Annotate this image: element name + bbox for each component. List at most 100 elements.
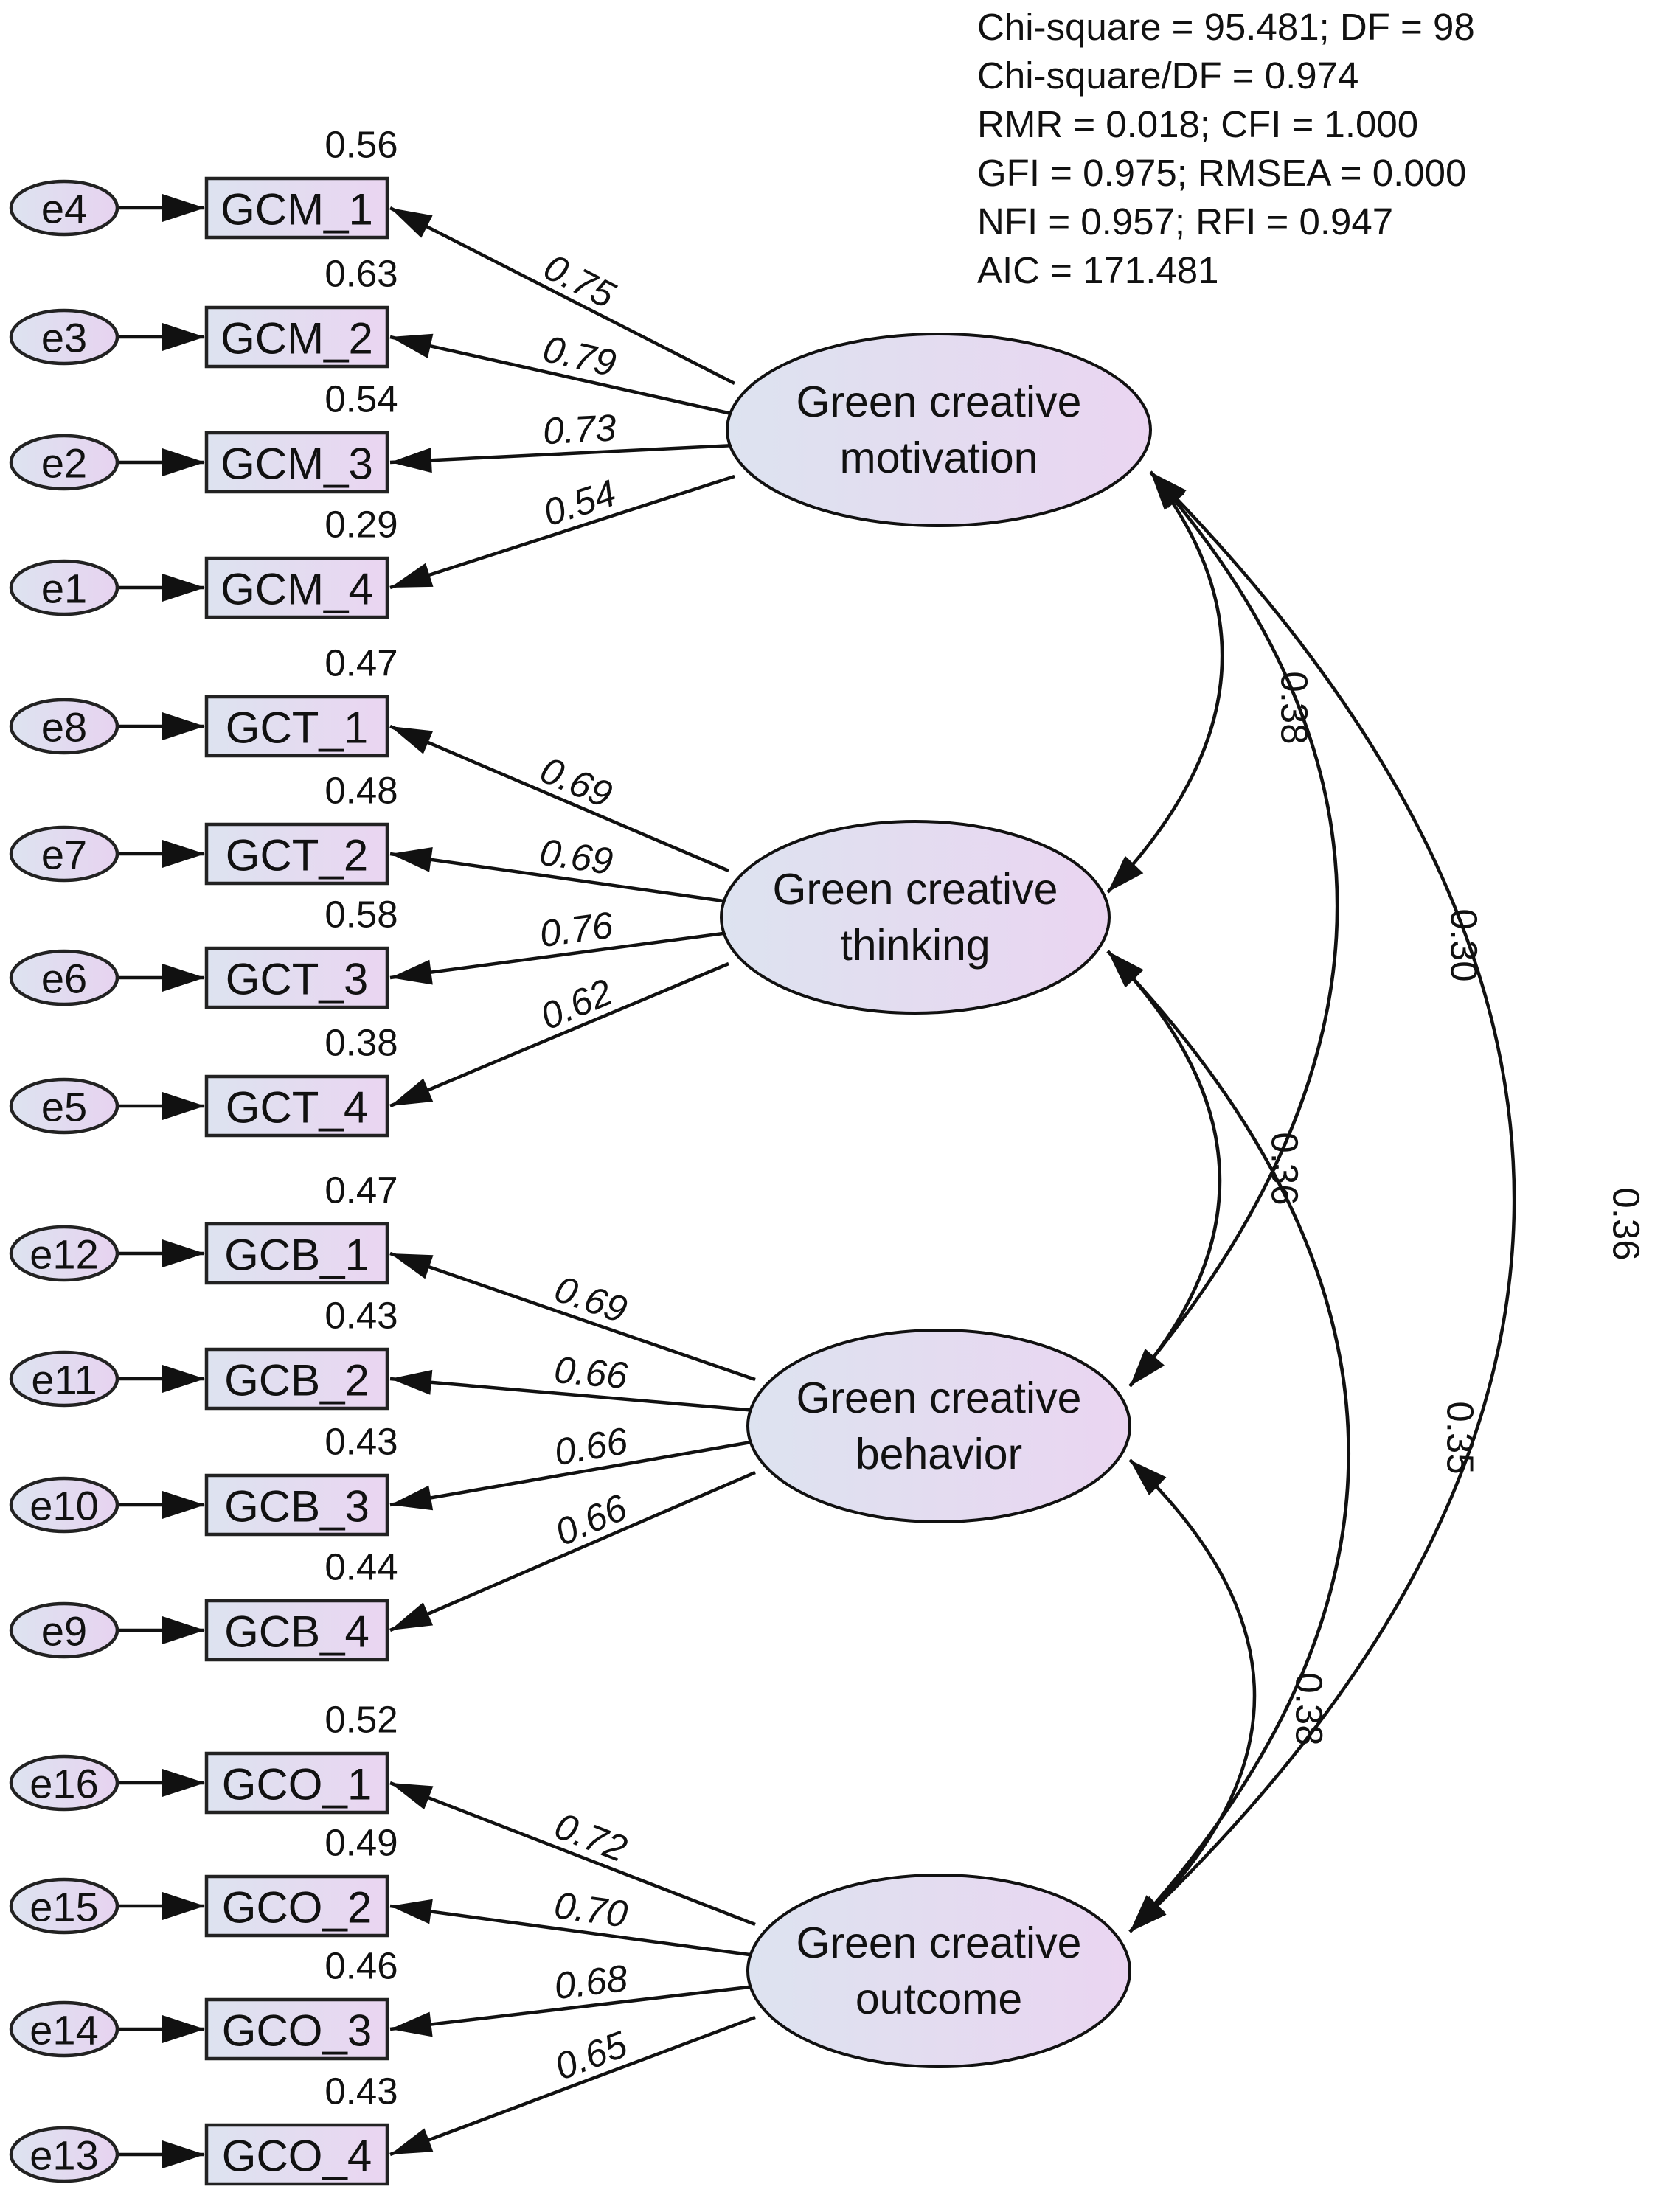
error-arrowhead	[162, 840, 205, 868]
loading-path	[389, 1470, 756, 1632]
error-term	[9, 2000, 119, 2058]
error-term-label: e9	[41, 1608, 87, 1655]
covariance-arrowhead	[1130, 1896, 1167, 1932]
covariance-label: 0.30	[1443, 908, 1485, 981]
indicator-name: GCT_4	[226, 1083, 368, 1133]
indicator-name: GCM_4	[221, 565, 373, 614]
loading-path	[389, 1904, 756, 1958]
labels-layer: 0.380.300.360.360.350.380.75GCM_10.56e40…	[29, 124, 1647, 2181]
covariance-arc	[1128, 470, 1516, 1933]
error-term	[9, 1754, 119, 1812]
error-arrowhead	[162, 1491, 205, 1519]
loading-path	[389, 931, 729, 980]
loading-label: 0.79	[539, 327, 619, 384]
indicator-name: GCM_2	[221, 314, 373, 364]
error-term	[9, 1225, 119, 1282]
error-arrowhead	[162, 1769, 205, 1797]
loading-arrowhead	[390, 563, 434, 588]
indicator-box	[204, 1074, 389, 1138]
covariance-arrowhead	[1130, 1349, 1165, 1386]
r-squared-label: 0.52	[324, 1699, 398, 1741]
indicator-name: GCM_1	[221, 185, 373, 234]
edges-layer	[117, 194, 1516, 2168]
indicator-box	[204, 305, 389, 369]
indicator-box	[204, 822, 389, 886]
loading-path	[389, 1781, 756, 1927]
error-term	[9, 1350, 119, 1408]
latent-label-line2: motivation	[840, 434, 1038, 482]
r-squared-label: 0.44	[324, 1546, 398, 1588]
indicator-box	[204, 1222, 389, 1285]
error-term	[9, 559, 119, 616]
error-arrowhead	[162, 194, 205, 222]
r-squared-label: 0.48	[324, 770, 398, 812]
loading-label: 0.70	[552, 1884, 630, 1935]
latent-label-line2: behavior	[855, 1430, 1022, 1478]
indicator-name: GCT_3	[226, 955, 368, 1004]
error-term-label: e4	[41, 186, 87, 232]
error-arrowhead	[162, 574, 205, 602]
error-term	[9, 949, 119, 1006]
error-arrowhead	[162, 1239, 205, 1267]
covariance-arc	[1106, 470, 1224, 894]
loading-arrowhead	[390, 208, 433, 238]
error-term-label: e1	[41, 566, 87, 612]
indicator-box	[204, 1347, 389, 1411]
fit-statistics: Chi-square = 95.481; DF = 98 Chi-square/…	[977, 3, 1475, 295]
loading-label: 0.66	[552, 1349, 629, 1397]
covariance-label: 0.36	[1606, 1187, 1648, 1260]
error-term	[9, 434, 119, 491]
loading-path	[389, 961, 729, 1108]
indicator-name: GCB_4	[224, 1607, 369, 1657]
covariance-arrowhead	[1108, 855, 1144, 892]
loading-path	[389, 443, 735, 465]
indicator-name: GCT_1	[226, 703, 368, 753]
loading-label: 0.68	[552, 1957, 631, 2007]
indicator-box	[204, 695, 389, 758]
indicator-name: GCO_2	[222, 1883, 372, 1933]
latent-label-line1: Green creative	[773, 865, 1058, 914]
error-arrowhead	[162, 2015, 205, 2043]
error-term-label: e14	[29, 2007, 98, 2053]
loading-arrowhead	[390, 1602, 434, 1630]
latent-gco	[746, 1874, 1131, 2068]
error-term-label: e3	[41, 315, 87, 361]
error-term-label: e5	[41, 1084, 87, 1130]
loading-path	[389, 474, 735, 590]
error-term-label: e13	[29, 2132, 98, 2179]
indicator-name: GCB_3	[224, 1482, 369, 1531]
latent-label-line2: thinking	[840, 921, 990, 970]
loading-path	[389, 1251, 756, 1382]
latent-gcb	[746, 1329, 1131, 1523]
indicator-name: GCT_2	[226, 831, 368, 880]
latent-label-line2: outcome	[855, 1975, 1022, 2023]
loading-path	[389, 852, 729, 904]
r-squared-label: 0.43	[324, 2070, 398, 2112]
loading-path	[389, 1984, 756, 2031]
loading-arrowhead	[390, 1078, 434, 1106]
latent-gcm	[726, 333, 1152, 527]
r-squared-label: 0.29	[324, 504, 398, 546]
loading-arrowhead	[390, 333, 434, 358]
loading-label: 0.73	[542, 406, 617, 452]
indicator-box	[204, 556, 389, 619]
r-squared-label: 0.46	[324, 1945, 398, 1987]
indicator-name: GCM_3	[221, 439, 373, 489]
loading-label: 0.69	[537, 831, 615, 883]
error-arrowhead	[162, 1616, 205, 1644]
covariance-label: 0.38	[1288, 1672, 1330, 1745]
latent-label-line1: Green creative	[796, 378, 1082, 426]
error-term-label: e12	[29, 1231, 98, 1278]
error-term-label: e7	[41, 832, 87, 878]
loading-path	[389, 335, 735, 417]
r-squared-label: 0.43	[324, 1421, 398, 1463]
loading-path	[389, 2015, 756, 2157]
covariance-arc	[1106, 950, 1222, 1388]
loading-path	[389, 724, 729, 873]
latent-label-line1: Green creative	[796, 1919, 1082, 1967]
fit-stat-line: NFI = 0.957; RFI = 0.947	[977, 201, 1394, 243]
error-term	[9, 2126, 119, 2183]
covariance-arrowhead	[1130, 1460, 1167, 1496]
error-arrowhead	[162, 448, 205, 476]
r-squared-label: 0.47	[324, 1169, 398, 1211]
